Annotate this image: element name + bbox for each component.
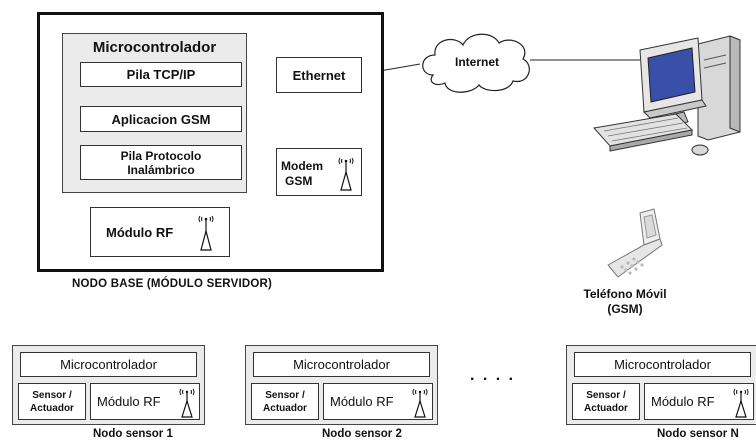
tcp-ip-stack-box: Pila TCP/IP [80, 62, 242, 87]
ellipsis: . . . . [470, 367, 516, 384]
sensor-rf-module-label: Módulo RF [651, 394, 715, 409]
sensor-rf-module-label: Módulo RF [97, 394, 161, 409]
sensor-microcontroller-box: Microcontrolador [253, 352, 430, 377]
antenna-icon [338, 157, 354, 191]
internet-label: Internet [455, 55, 500, 69]
sensor-actuator-line1: Sensor / [265, 389, 305, 401]
sensor-actuator-box: Sensor / Actuador [18, 383, 86, 420]
wireless-stack-line1: Pila Protocolo [120, 149, 202, 163]
antenna-icon [733, 388, 749, 418]
base-node-caption: NODO BASE (MÓDULO SERVIDOR) [72, 278, 273, 290]
sensor-microcontroller-box: Microcontrolador [20, 352, 197, 377]
base-rf-module-box: Módulo RF [90, 207, 230, 257]
modem-line2: GSM [285, 174, 313, 188]
sensor-actuator-line2: Actuador [30, 402, 74, 414]
sensor-rf-module-box: Módulo RF [644, 383, 754, 420]
sensor-actuator-line2: Actuador [584, 402, 628, 414]
ethernet-box: Ethernet [276, 57, 362, 93]
sensor-actuator-box: Sensor / Actuador [572, 383, 640, 420]
wireless-stack-box: Pila Protocolo Inalámbrico [80, 145, 242, 180]
sensor-node-caption: Nodo sensor N [657, 428, 739, 440]
phone-label-line1: Teléfono Móvil [583, 287, 667, 301]
sensor-rf-module-label: Módulo RF [330, 394, 394, 409]
sensor-actuator-line1: Sensor / [32, 389, 72, 401]
antenna-icon [412, 388, 428, 418]
sensor-rf-module-box: Módulo RF [90, 383, 200, 420]
antenna-icon [179, 388, 195, 418]
sensor-actuator-line1: Sensor / [586, 389, 626, 401]
wireless-stack-line2: Inalámbrico [127, 163, 195, 177]
internet-cloud-icon [422, 33, 530, 93]
antenna-icon [198, 215, 214, 251]
sensor-actuator-line2: Actuador [263, 402, 307, 414]
phone-label-line2: (GSM) [607, 302, 643, 316]
sensor-node-caption: Nodo sensor 2 [322, 428, 402, 440]
sensor-actuator-box: Sensor / Actuador [251, 383, 319, 420]
base-rf-module-label: Módulo RF [106, 225, 174, 240]
computer-icon [593, 35, 741, 156]
sensor-node-caption: Nodo sensor 1 [93, 428, 173, 440]
base-microcontroller-title: Microcontrolador [92, 38, 217, 56]
mobile-phone-icon [607, 208, 663, 278]
gsm-application-box: Aplicacion GSM [80, 106, 242, 132]
sensor-microcontroller-box: Microcontrolador [574, 352, 751, 377]
gsm-modem-box: Modem GSM [276, 148, 362, 196]
sensor-rf-module-box: Módulo RF [323, 383, 433, 420]
modem-line1: Modem [281, 159, 323, 173]
